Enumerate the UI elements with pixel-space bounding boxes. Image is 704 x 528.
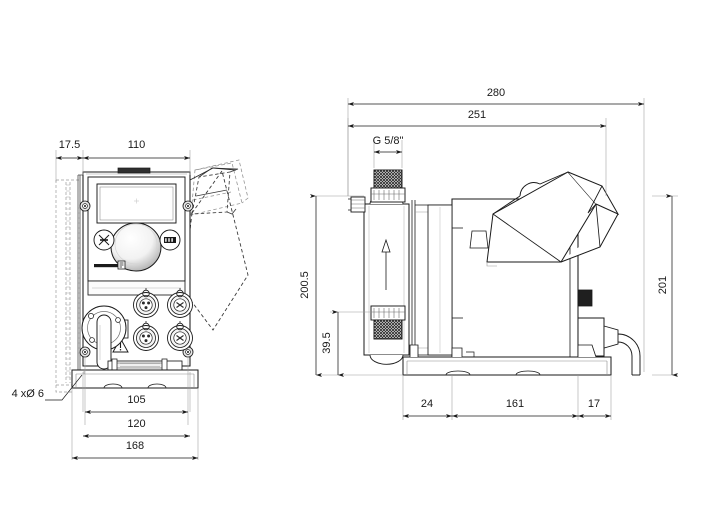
cable-gland	[577, 289, 593, 307]
m12-connector-4[interactable]	[167, 321, 193, 351]
bleed-valve	[348, 196, 366, 213]
dim-39-5-label: 39.5	[321, 332, 333, 353]
suction-connection-bottom	[370, 305, 406, 340]
note-4x-dia-6: 4 xØ 6	[12, 374, 83, 401]
base-plate	[71, 369, 199, 389]
bracket-rail-hatch	[78, 207, 80, 354]
thread-callout-label: G 5/8"	[373, 135, 404, 147]
lcd-display[interactable]	[96, 183, 177, 224]
power-cable	[617, 333, 641, 375]
tilted-panel-outline	[191, 167, 239, 215]
tilted-control-panel	[486, 171, 620, 267]
dim-105-label: 105	[127, 394, 145, 406]
dim-17: 17	[577, 398, 611, 418]
housing-vent-left	[469, 230, 489, 249]
dim-110: 110	[82, 139, 190, 160]
bracket-hatch	[66, 184, 70, 378]
cable-gland-assembly	[577, 289, 641, 376]
dim-201: 201	[657, 194, 679, 377]
dim-161: 161	[451, 398, 578, 418]
m12-connector-3[interactable]	[133, 321, 159, 351]
dosing-bar-indicator	[94, 260, 126, 270]
dim-39-5: 39.5	[321, 310, 345, 377]
hundred-percent-button[interactable]	[159, 229, 181, 251]
pump-head-flange	[81, 305, 127, 370]
dim-17-5-label: 17.5	[59, 139, 80, 151]
dim-251: 251	[347, 109, 606, 128]
m12-connector-2[interactable]	[167, 288, 193, 318]
hundred-percent-icon	[164, 237, 176, 243]
wall-bracket-phantom	[55, 179, 80, 393]
dim-168-label: 168	[126, 440, 144, 452]
screw-top-right	[182, 200, 194, 212]
screw-top-left	[79, 200, 91, 212]
dim-280: 280	[347, 87, 644, 106]
front-view: 17.5 110 105 120 168 4 xØ 6	[12, 139, 249, 460]
dim-110-label: 110	[128, 139, 146, 151]
note-4x-dia-6-label: 4 xØ 6	[12, 388, 44, 400]
dim-24: 24	[402, 398, 452, 418]
dim-161-label: 161	[506, 398, 524, 410]
side-view: 280 251 G 5/8" 200.5 39.5	[299, 87, 679, 420]
start-stop-button[interactable]	[93, 229, 115, 251]
dim-105: 105	[84, 394, 188, 414]
dim-200-5-label: 200.5	[299, 271, 311, 299]
side-base-plate	[402, 344, 612, 376]
tilted-panel-solid-edges	[189, 167, 237, 181]
side-extension-lines	[316, 98, 678, 420]
thread-callout-g58: G 5/8"	[373, 135, 404, 154]
discharge-connection-top	[370, 169, 406, 203]
tilted-panel-body	[182, 169, 249, 331]
top-cap	[117, 167, 151, 174]
dim-200-5: 200.5	[299, 194, 323, 377]
dim-24-label: 24	[421, 398, 433, 410]
dim-201-label: 201	[657, 276, 669, 294]
dim-168: 168	[71, 440, 198, 460]
screw-bottom-left	[79, 346, 91, 358]
dim-17-label: 17	[588, 398, 600, 410]
flow-direction-arrow	[381, 238, 391, 290]
dim-251-label: 251	[468, 109, 486, 121]
dim-17-5: 17.5	[55, 139, 83, 160]
dim-120: 120	[82, 418, 190, 438]
dim-120-label: 120	[127, 418, 145, 430]
tilted-panel-phantom	[190, 159, 249, 216]
dim-280-label: 280	[487, 87, 505, 99]
m12-connector-1[interactable]	[133, 288, 159, 318]
